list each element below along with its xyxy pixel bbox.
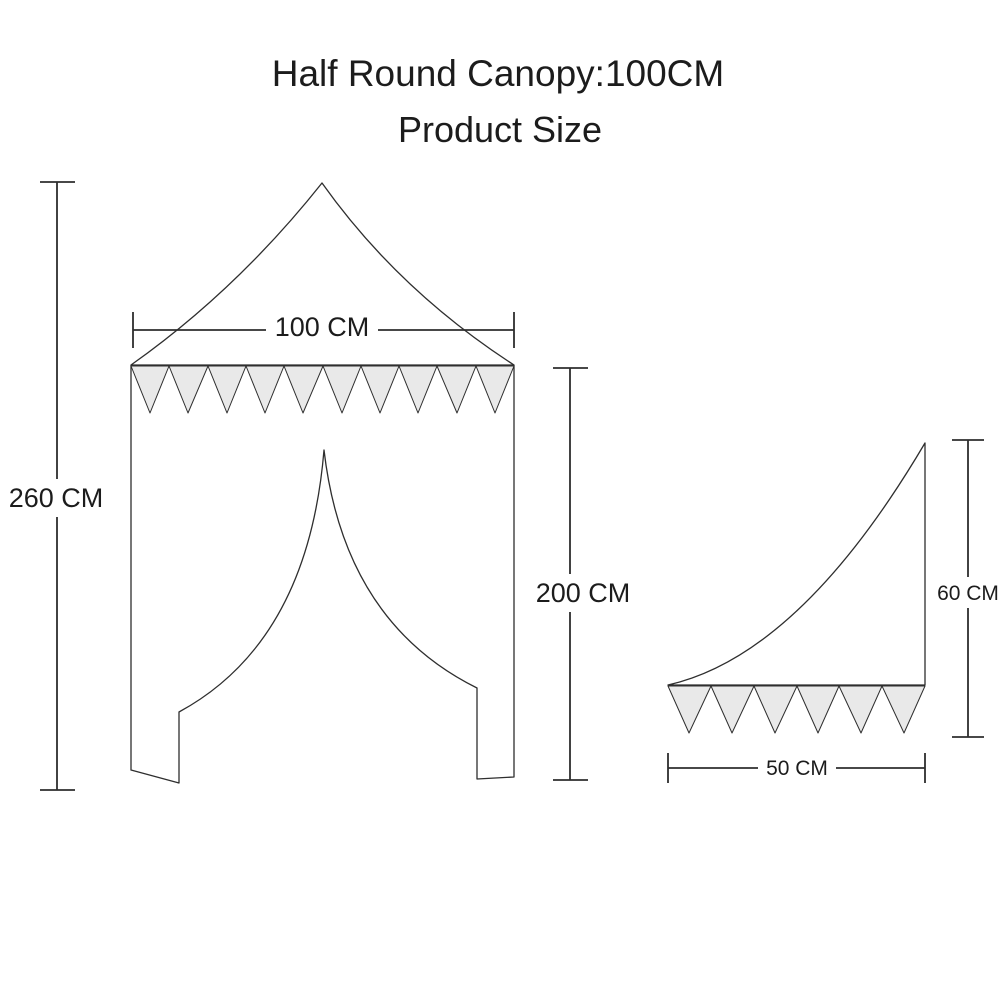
pennant-triangle [436,365,477,414]
dimension-label-side-width: 50 CM [766,757,828,780]
pennant-triangle [207,365,247,414]
dimension-label-fabric-height: 200 CM [536,578,631,608]
pennant-triangle [322,365,362,414]
dimension-label-total-height: 260 CM [9,483,104,513]
side-pennant-row [667,685,926,734]
label-background [266,309,378,345]
label-background [758,752,836,783]
pennant-triangle [245,365,285,414]
pennant-triangle [360,365,400,414]
label-background [936,577,1000,608]
dimension-label-side-height: 60 CM [937,582,999,605]
dimension-canopy-width: 100 CM [132,309,515,348]
pennant-triangle [283,365,324,414]
label-background [2,479,111,517]
front-view-outline [130,182,515,784]
pennant-triangle [796,685,840,734]
front-pennant-row [130,365,515,414]
pennant-triangle [838,685,883,734]
front-view [130,182,515,784]
pennant-triangle [710,685,755,734]
dimension-fabric-height: 200 CM [524,367,642,781]
side-view-outline [667,442,926,686]
side-view [667,442,926,734]
pennant-triangle [667,685,712,734]
pennant-triangle [130,365,170,414]
dimension-side-width: 50 CM [667,752,926,783]
dimension-total-height: 260 CM [2,181,111,791]
pennant-triangle [475,365,515,414]
dimension-side-height: 60 CM [936,439,1000,738]
diagram-title: Half Round Canopy:100CM [272,53,724,94]
pennant-triangle [398,365,438,414]
pennant-triangle [168,365,209,414]
pennant-triangle [753,685,798,734]
label-background [524,574,642,612]
dimension-label-canopy-width: 100 CM [275,312,370,342]
diagram-subtitle: Product Size [398,109,602,150]
pennant-triangle [881,685,926,734]
